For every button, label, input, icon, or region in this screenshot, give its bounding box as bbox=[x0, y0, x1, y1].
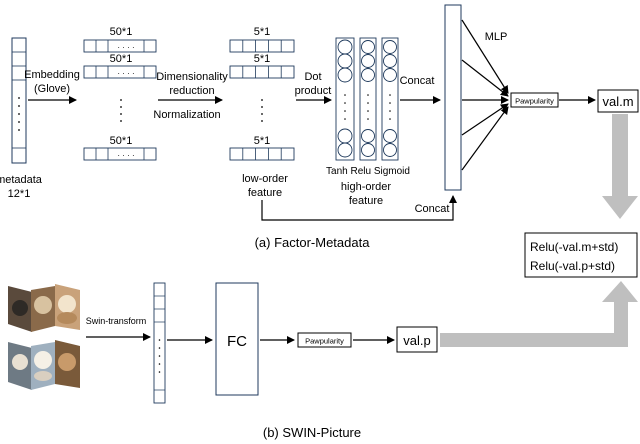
vector-50-label-3: 50*1 bbox=[110, 135, 133, 147]
high-order-ellipsis bbox=[344, 94, 391, 120]
reduction-label: reduction bbox=[169, 85, 214, 97]
metadata-size-label: 12*1 bbox=[8, 188, 31, 200]
vector-50-ellipsis bbox=[120, 99, 122, 122]
vector-50-label-1: 50*1 bbox=[110, 26, 133, 38]
dot-label: Dot bbox=[304, 71, 321, 83]
vector-5-row-3 bbox=[229, 147, 295, 161]
mlp-label: MLP bbox=[485, 31, 508, 43]
mlp-arrows bbox=[461, 19, 509, 171]
vector-50-row-1 bbox=[83, 39, 157, 53]
low-order-label: low-order bbox=[242, 173, 288, 185]
vector-50-dots-1: · · · · bbox=[117, 43, 134, 52]
normalization-label: Normalization bbox=[153, 109, 220, 121]
val-p-label: val.p bbox=[403, 333, 430, 348]
vector-5-row-1 bbox=[229, 39, 295, 53]
val-m-label: val.m bbox=[602, 94, 633, 109]
high-order-feature-label: feature bbox=[349, 195, 383, 207]
caption-factor-metadata: (a) Factor-Metadata bbox=[255, 235, 371, 250]
caption-swin-picture: (b) SWIN-Picture bbox=[263, 425, 361, 440]
val-m-box bbox=[597, 89, 639, 113]
embedding-label: Embedding bbox=[24, 69, 80, 81]
vector-5-label-3: 5*1 bbox=[254, 135, 271, 147]
swin-transform-label: Swin-transform bbox=[86, 316, 147, 326]
vector-5-label-1: 5*1 bbox=[254, 26, 271, 38]
gray-down-arrow bbox=[602, 114, 638, 219]
vector-50-row-2 bbox=[83, 65, 157, 79]
swin-feature-vector bbox=[153, 282, 166, 404]
metadata-label: metadata bbox=[0, 174, 43, 186]
pet-photo-collage-icon bbox=[8, 284, 80, 390]
high-order-label: high-order bbox=[341, 181, 391, 193]
fc-layer-box bbox=[215, 282, 259, 396]
vector-50-row-3 bbox=[83, 147, 157, 161]
pawpularity-label-b: Pawpularity bbox=[305, 337, 344, 346]
vector-5-row-2 bbox=[229, 65, 295, 79]
activations-label: Tanh Relu Sigmoid bbox=[326, 166, 410, 177]
concat-label-top: Concat bbox=[400, 75, 435, 87]
vector-50-label-2: 50*1 bbox=[110, 53, 133, 65]
vector-50-dots-2: · · · · bbox=[117, 69, 134, 78]
loss-line-2: Relu(-val.p+std) bbox=[530, 259, 615, 273]
pawpularity-box-a bbox=[510, 92, 559, 108]
metadata-vector bbox=[11, 37, 27, 164]
concatenated-vector bbox=[444, 4, 462, 191]
concat-loop-arrow bbox=[261, 195, 457, 221]
gray-up-arrow bbox=[440, 281, 638, 347]
fc-label: FC bbox=[227, 333, 247, 350]
val-p-box bbox=[396, 326, 438, 353]
vector-50-dots-3: · · · · bbox=[117, 151, 134, 160]
embedding-glove-label: (Glove) bbox=[34, 83, 70, 95]
dimensionality-reduction-label: Dimensionality bbox=[156, 71, 228, 83]
low-order-feature-label: feature bbox=[248, 187, 282, 199]
vector-5-ellipsis bbox=[261, 99, 263, 122]
high-order-columns bbox=[335, 37, 399, 161]
vector-5-label-2: 5*1 bbox=[254, 53, 271, 65]
loss-box bbox=[524, 232, 638, 278]
pawpularity-box-b bbox=[297, 332, 352, 348]
product-label: product bbox=[295, 85, 332, 97]
loss-line-1: Relu(-val.m+std) bbox=[530, 240, 618, 254]
pawpularity-label-a: Pawpularity bbox=[515, 97, 554, 106]
concat-label-bottom: Concat bbox=[415, 203, 450, 215]
